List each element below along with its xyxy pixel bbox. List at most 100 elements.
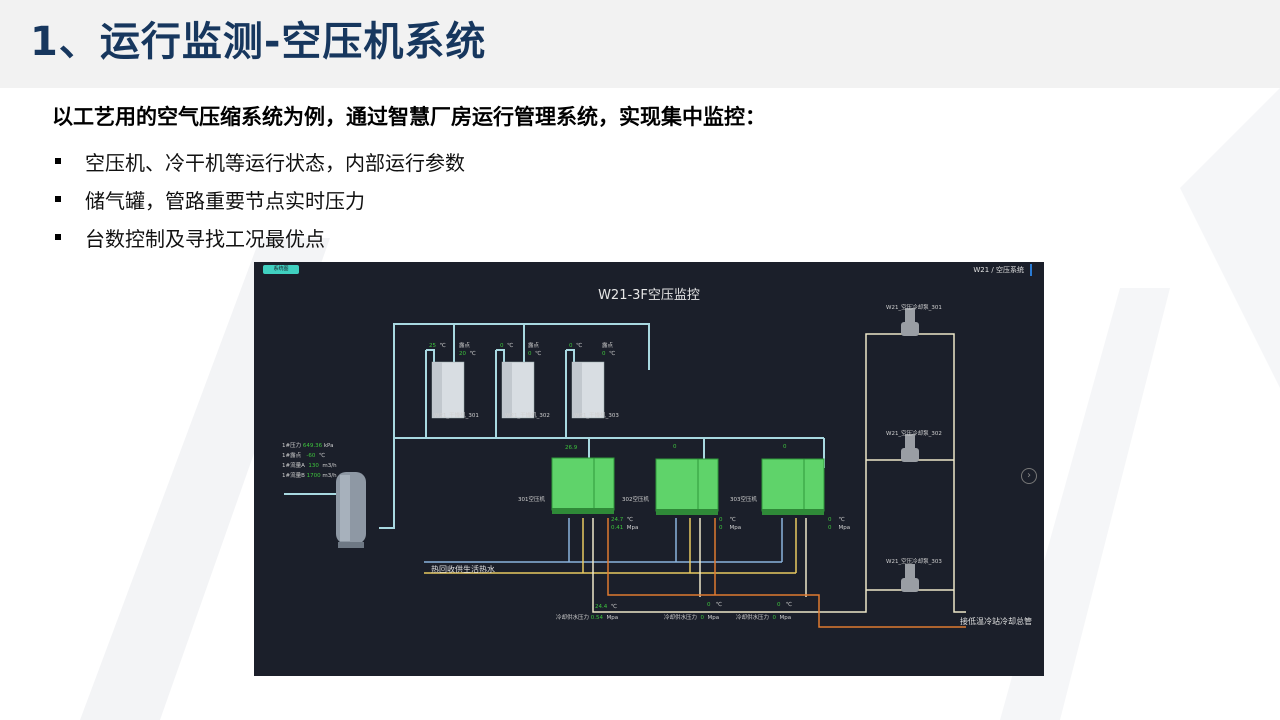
pumps bbox=[901, 308, 919, 592]
heat-recovery-label: 热回收供生活热水 bbox=[431, 565, 495, 574]
unit: m3/h bbox=[322, 473, 337, 479]
dryer-302-dewpoint: 露点 0 ℃ bbox=[528, 342, 541, 358]
bullet-item: 空压机、冷干机等运行状态，内部运行参数 bbox=[52, 142, 465, 180]
pump-301-name[interactable]: W21_空压冷却泵_301 bbox=[886, 305, 942, 311]
tab-system-diagram[interactable]: 系统图 bbox=[263, 265, 299, 274]
value: 0 bbox=[500, 343, 504, 349]
breadcrumb[interactable]: W21 / 空压系统 bbox=[973, 264, 1032, 276]
unit: Mpa bbox=[729, 525, 742, 531]
tank-reading-dewpoint: 1#露点 -60 ℃ bbox=[282, 452, 325, 460]
unit: ℃ bbox=[576, 343, 583, 349]
dryer-302-temp: 0 ℃ bbox=[500, 342, 513, 350]
pump-302-name[interactable]: W21_空压冷却泵_302 bbox=[886, 431, 942, 437]
label: 1#压力 bbox=[282, 443, 302, 449]
bullet-square-icon bbox=[55, 234, 61, 240]
unit: ℃ bbox=[785, 602, 792, 608]
unit: ℃ bbox=[610, 604, 617, 610]
cooling-303-pressure: 冷却供水压力 0 Mpa bbox=[736, 614, 791, 622]
compressor-302-top-value: 0 bbox=[673, 444, 677, 450]
cold-pipes bbox=[424, 518, 783, 563]
cooling-302-pressure: 冷却供水压力 0 Mpa bbox=[664, 614, 719, 622]
unit: kPa bbox=[323, 443, 334, 449]
label: 冷却供水压力 bbox=[736, 615, 770, 621]
value: 0 bbox=[602, 351, 606, 357]
unit: ℃ bbox=[507, 343, 514, 349]
chevron-right-circle-icon[interactable]: › bbox=[1021, 468, 1037, 484]
value: -60 bbox=[306, 453, 316, 459]
orange-pipes bbox=[607, 518, 966, 628]
value: 0 bbox=[777, 602, 781, 608]
value: 0 bbox=[707, 602, 711, 608]
unit: ℃ bbox=[626, 517, 633, 523]
unit: Mpa bbox=[779, 615, 792, 621]
compressor-302-name[interactable]: 302空压机 bbox=[622, 497, 649, 503]
value: 0 bbox=[528, 351, 532, 357]
subtitle: 以工艺用的空气压缩系统为例，通过智慧厂房运行管理系统，实现集中监控： bbox=[52, 105, 766, 129]
hot-pipes bbox=[424, 518, 797, 574]
value: 0.54 bbox=[590, 615, 604, 621]
value: 24.7 bbox=[611, 517, 624, 523]
value: 24.4 bbox=[595, 604, 608, 610]
compressor-301-top-value: 26.9 bbox=[565, 445, 578, 451]
cooling-301-temp: 24.4 ℃ bbox=[595, 603, 617, 611]
value: 20 bbox=[459, 351, 466, 357]
pump-303-name[interactable]: W21_空压冷却泵_303 bbox=[886, 559, 942, 565]
pipe-diagram bbox=[284, 308, 966, 628]
value: 0 bbox=[700, 615, 705, 621]
dryer-302-name[interactable]: W21_干燥机_302 bbox=[505, 413, 550, 419]
unit: ℃ bbox=[318, 453, 326, 459]
unit: ℃ bbox=[715, 602, 722, 608]
unit: ℃ bbox=[439, 343, 446, 349]
value: 1700 bbox=[306, 473, 321, 479]
value: 0 bbox=[569, 343, 573, 349]
cooling-302-temp: 0 ℃ bbox=[707, 601, 722, 609]
unit: ℃ bbox=[838, 517, 845, 523]
dryer-303-temp: 0 ℃ bbox=[569, 342, 582, 350]
dryer-303-name[interactable]: W21_干燥机_303 bbox=[574, 413, 619, 419]
unit: Mpa bbox=[838, 525, 851, 531]
value: 130 bbox=[308, 463, 319, 469]
unit: ℃ bbox=[609, 351, 616, 357]
value: 0 bbox=[719, 525, 723, 531]
label: 冷却供水压力 bbox=[556, 615, 590, 621]
unit: Mpa bbox=[606, 615, 619, 621]
title-bar: 1、运行监测-空压机系统 bbox=[0, 0, 1280, 88]
bullet-text: 储气罐，管路重要节点实时压力 bbox=[85, 188, 365, 213]
dryer-301-name[interactable]: W21_干燥机_301 bbox=[434, 413, 479, 419]
bullet-list: 空压机、冷干机等运行状态，内部运行参数 储气罐，管路重要节点实时压力 台数控制及… bbox=[52, 142, 465, 256]
air-tank bbox=[336, 472, 366, 548]
bullet-square-icon bbox=[55, 158, 61, 164]
label: 冷却供水压力 bbox=[664, 615, 698, 621]
bullet-text: 空压机、冷干机等运行状态，内部运行参数 bbox=[85, 150, 465, 175]
monitoring-panel: 系统图 W21 / 空压系统 W21-3F空压监控 1#压力 649.36 kP… bbox=[254, 262, 1044, 676]
value: 0 bbox=[828, 525, 832, 531]
unit: ℃ bbox=[535, 351, 542, 357]
label: 1#露点 bbox=[282, 453, 302, 459]
cooling-main-label: 接低温冷站冷却总管 bbox=[960, 617, 1032, 626]
label: 1#流量A bbox=[282, 463, 305, 469]
label: 露点 bbox=[528, 343, 540, 349]
bullet-item: 台数控制及寻找工况最优点 bbox=[52, 218, 465, 256]
dryer-301-temp: 25 ℃ bbox=[429, 342, 446, 350]
value: 0.41 bbox=[611, 525, 624, 531]
compressor-303-top-value: 0 bbox=[783, 444, 787, 450]
bullet-item: 储气罐，管路重要节点实时压力 bbox=[52, 180, 465, 218]
cooling-303-temp: 0 ℃ bbox=[777, 601, 792, 609]
label: 露点 bbox=[459, 343, 471, 349]
compressor-units bbox=[551, 457, 825, 515]
unit: ℃ bbox=[469, 351, 476, 357]
compressor-303-name[interactable]: 303空压机 bbox=[730, 497, 757, 503]
unit: Mpa bbox=[707, 615, 720, 621]
unit: ℃ bbox=[729, 517, 736, 523]
tank-reading-pressure: 1#压力 649.36 kPa bbox=[282, 442, 333, 450]
dryer-301-dewpoint: 露点 20 ℃ bbox=[459, 342, 476, 358]
compressor-301-name[interactable]: 301空压机 bbox=[518, 497, 545, 503]
bullet-text: 台数控制及寻找工况最优点 bbox=[85, 226, 325, 251]
dryer-units bbox=[431, 361, 605, 419]
page-title: 1、运行监测-空压机系统 bbox=[30, 19, 487, 65]
tank-reading-flow-a: 1#流量A 130 m3/h bbox=[282, 462, 337, 470]
bullet-square-icon bbox=[55, 196, 61, 202]
